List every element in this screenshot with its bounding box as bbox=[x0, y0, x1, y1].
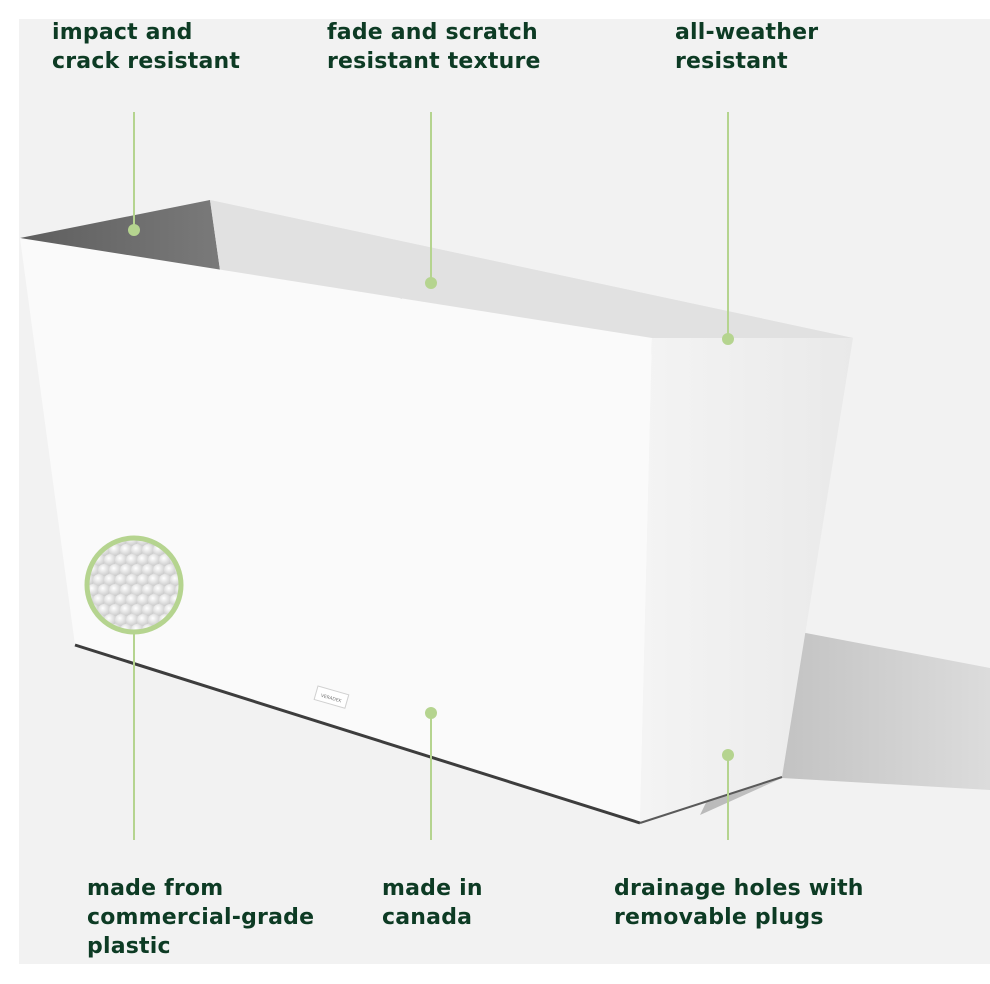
callout-line: commercial-grade bbox=[87, 905, 315, 930]
plastic-pellet bbox=[164, 584, 176, 596]
callout-line: crack resistant bbox=[52, 49, 241, 74]
plastic-pellet bbox=[115, 574, 127, 586]
plastic-pellet bbox=[159, 594, 171, 606]
callout-line: removable plugs bbox=[614, 905, 824, 930]
planter-base-edge bbox=[639, 776, 783, 824]
callout-line: made from bbox=[87, 876, 224, 901]
plastic-pellet bbox=[126, 594, 138, 606]
plastic-pellet bbox=[164, 564, 176, 576]
plastic-pellet bbox=[104, 554, 116, 566]
callout-lines bbox=[128, 112, 734, 840]
callout-line: canada bbox=[382, 905, 473, 930]
planter-base-edge bbox=[74, 643, 641, 825]
plastic-pellet bbox=[93, 574, 105, 586]
callout-drainage-holes: drainage holes with removable plugs bbox=[614, 874, 864, 932]
callout-line: resistant texture bbox=[327, 49, 541, 74]
plastic-pellet bbox=[120, 544, 132, 556]
callout-fade-resistant: fade and scratch resistant texture bbox=[327, 18, 541, 76]
callout-line: resistant bbox=[675, 49, 788, 74]
plastic-pellet bbox=[104, 594, 116, 606]
callout-line: drainage holes with bbox=[614, 876, 864, 901]
plastic-pellet bbox=[98, 604, 110, 616]
plastic-pellet bbox=[126, 614, 138, 626]
plastic-pellet bbox=[109, 584, 121, 596]
plastic-pellet bbox=[159, 574, 171, 586]
planter-front-face bbox=[20, 238, 652, 823]
plastic-pellet bbox=[126, 554, 138, 566]
callout-commercial-plastic: made from commercial-grade plastic bbox=[87, 874, 314, 961]
plastic-pellet bbox=[131, 544, 143, 556]
plastic-pellet bbox=[120, 584, 132, 596]
plastic-pellet bbox=[137, 574, 149, 586]
plastic-pellet bbox=[115, 594, 127, 606]
planter-right-face bbox=[640, 338, 853, 823]
plastic-pellet bbox=[131, 564, 143, 576]
plastic-pellet bbox=[98, 564, 110, 576]
callout-line: made in bbox=[382, 876, 483, 901]
callout-line: fade and scratch bbox=[327, 20, 538, 45]
plastic-pellet bbox=[131, 604, 143, 616]
plastic-pellet bbox=[104, 574, 116, 586]
plastic-pellet bbox=[131, 584, 143, 596]
plastic-pellet bbox=[120, 564, 132, 576]
plastic-pellet bbox=[148, 614, 160, 626]
plastic-pellet bbox=[142, 564, 154, 576]
callout-impact-resistant: impact and crack resistant bbox=[52, 18, 240, 76]
plastic-pellet bbox=[126, 574, 138, 586]
plastic-pellet bbox=[148, 554, 160, 566]
plastic-pellet bbox=[153, 564, 165, 576]
plastic-pellet bbox=[153, 584, 165, 596]
callout-made-in-canada: made in canada bbox=[382, 874, 483, 932]
plastic-pellet bbox=[120, 604, 132, 616]
plastic-pellet bbox=[93, 594, 105, 606]
callout-line: impact and bbox=[52, 20, 193, 45]
plastic-pellet bbox=[142, 604, 154, 616]
plastic-pellet bbox=[109, 544, 121, 556]
veradek-logo: VERADEK bbox=[313, 685, 350, 709]
planter-interior-floor-line bbox=[210, 200, 853, 382]
plastic-pellet bbox=[153, 604, 165, 616]
plastic-pellet bbox=[137, 594, 149, 606]
plastic-pellet bbox=[109, 604, 121, 616]
plastic-pellet bbox=[115, 614, 127, 626]
plastic-pellet bbox=[142, 544, 154, 556]
plastic-pellet bbox=[115, 554, 127, 566]
svg-text:VERADEK: VERADEK bbox=[320, 693, 343, 705]
plastic-pellet bbox=[137, 614, 149, 626]
callout-line: all-weather bbox=[675, 20, 819, 45]
callout-line: plastic bbox=[87, 934, 171, 959]
plastic-pellet bbox=[88, 574, 94, 586]
plastic-pellet bbox=[109, 564, 121, 576]
plastic-pellet bbox=[142, 584, 154, 596]
plastic-pellet bbox=[98, 584, 110, 596]
plastic-pellet bbox=[148, 594, 160, 606]
plastic-pellet bbox=[137, 554, 149, 566]
plastic-pellet bbox=[159, 554, 171, 566]
plastic-pellet bbox=[148, 574, 160, 586]
callout-all-weather: all-weather resistant bbox=[675, 18, 818, 76]
